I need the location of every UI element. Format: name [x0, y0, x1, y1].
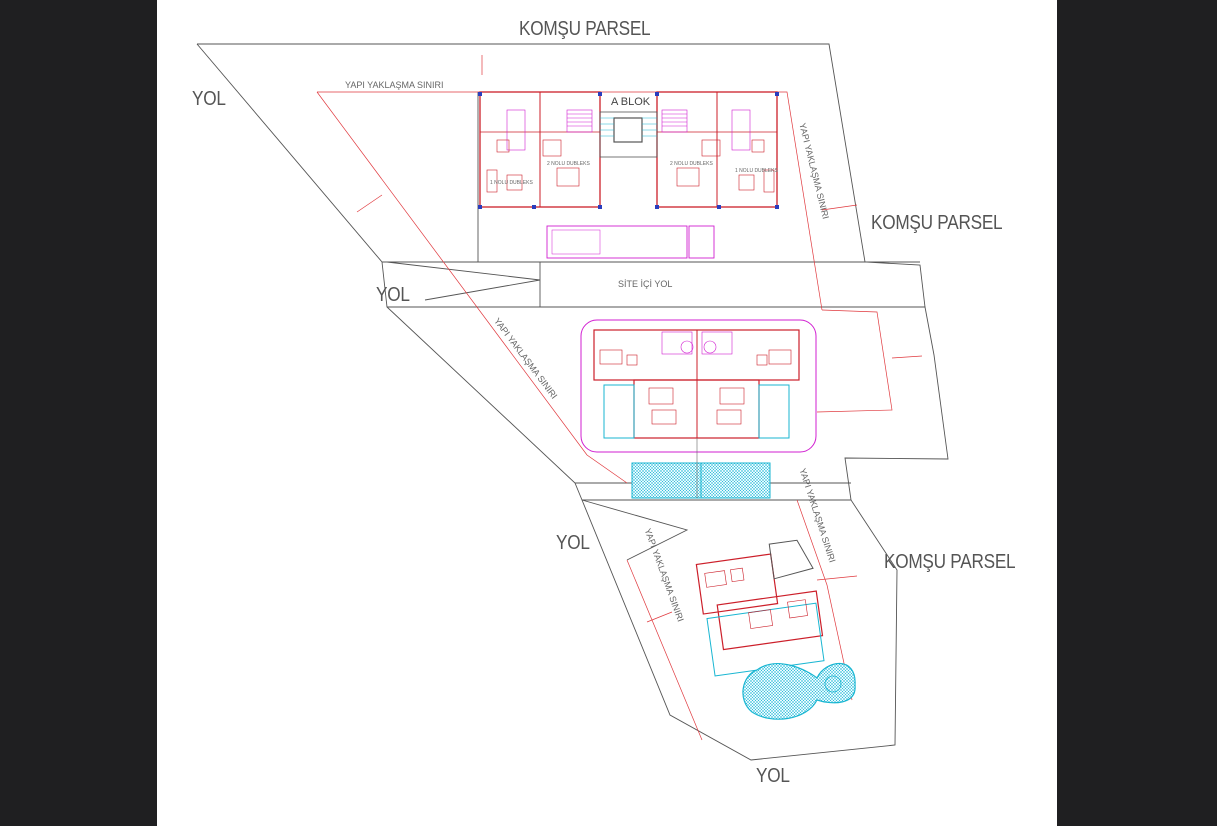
neighbor-parcel-label: KOMŞU PARSEL: [519, 18, 651, 40]
road-label: YOL: [756, 765, 790, 787]
unit-label: 1 NOLU DUBLEKS: [735, 168, 778, 174]
twin-villa-building: [580, 319, 817, 499]
a-blok-building: [478, 91, 779, 259]
site-plan-sheet: KOMŞU PARSEL KOMŞU PARSEL KOMŞU PARSEL Y…: [157, 0, 1057, 826]
block-label: A BLOK: [611, 96, 651, 108]
road-label: YOL: [192, 88, 226, 110]
unit-label: 2 NOLU DUBLEKS: [547, 161, 590, 167]
road-label: YOL: [556, 532, 590, 554]
neighbor-parcel-label: KOMŞU PARSEL: [871, 212, 1003, 234]
neighbor-parcel-label: KOMŞU PARSEL: [884, 551, 1016, 573]
unit-label: 2 NOLU DUBLEKS: [670, 161, 713, 167]
site-road-label: SİTE İÇİ YOL: [618, 279, 673, 289]
parcel-boundaries: [196, 43, 949, 761]
setback-lines: [316, 55, 923, 741]
site-plan-drawing: [196, 43, 949, 761]
setback-label: YAPI YAKLAŞMA SINIRI: [345, 80, 444, 90]
road-label: YOL: [376, 284, 410, 306]
lower-villa-building: [695, 539, 856, 720]
unit-label: 1 NOLU DUBLEKS: [490, 180, 533, 186]
